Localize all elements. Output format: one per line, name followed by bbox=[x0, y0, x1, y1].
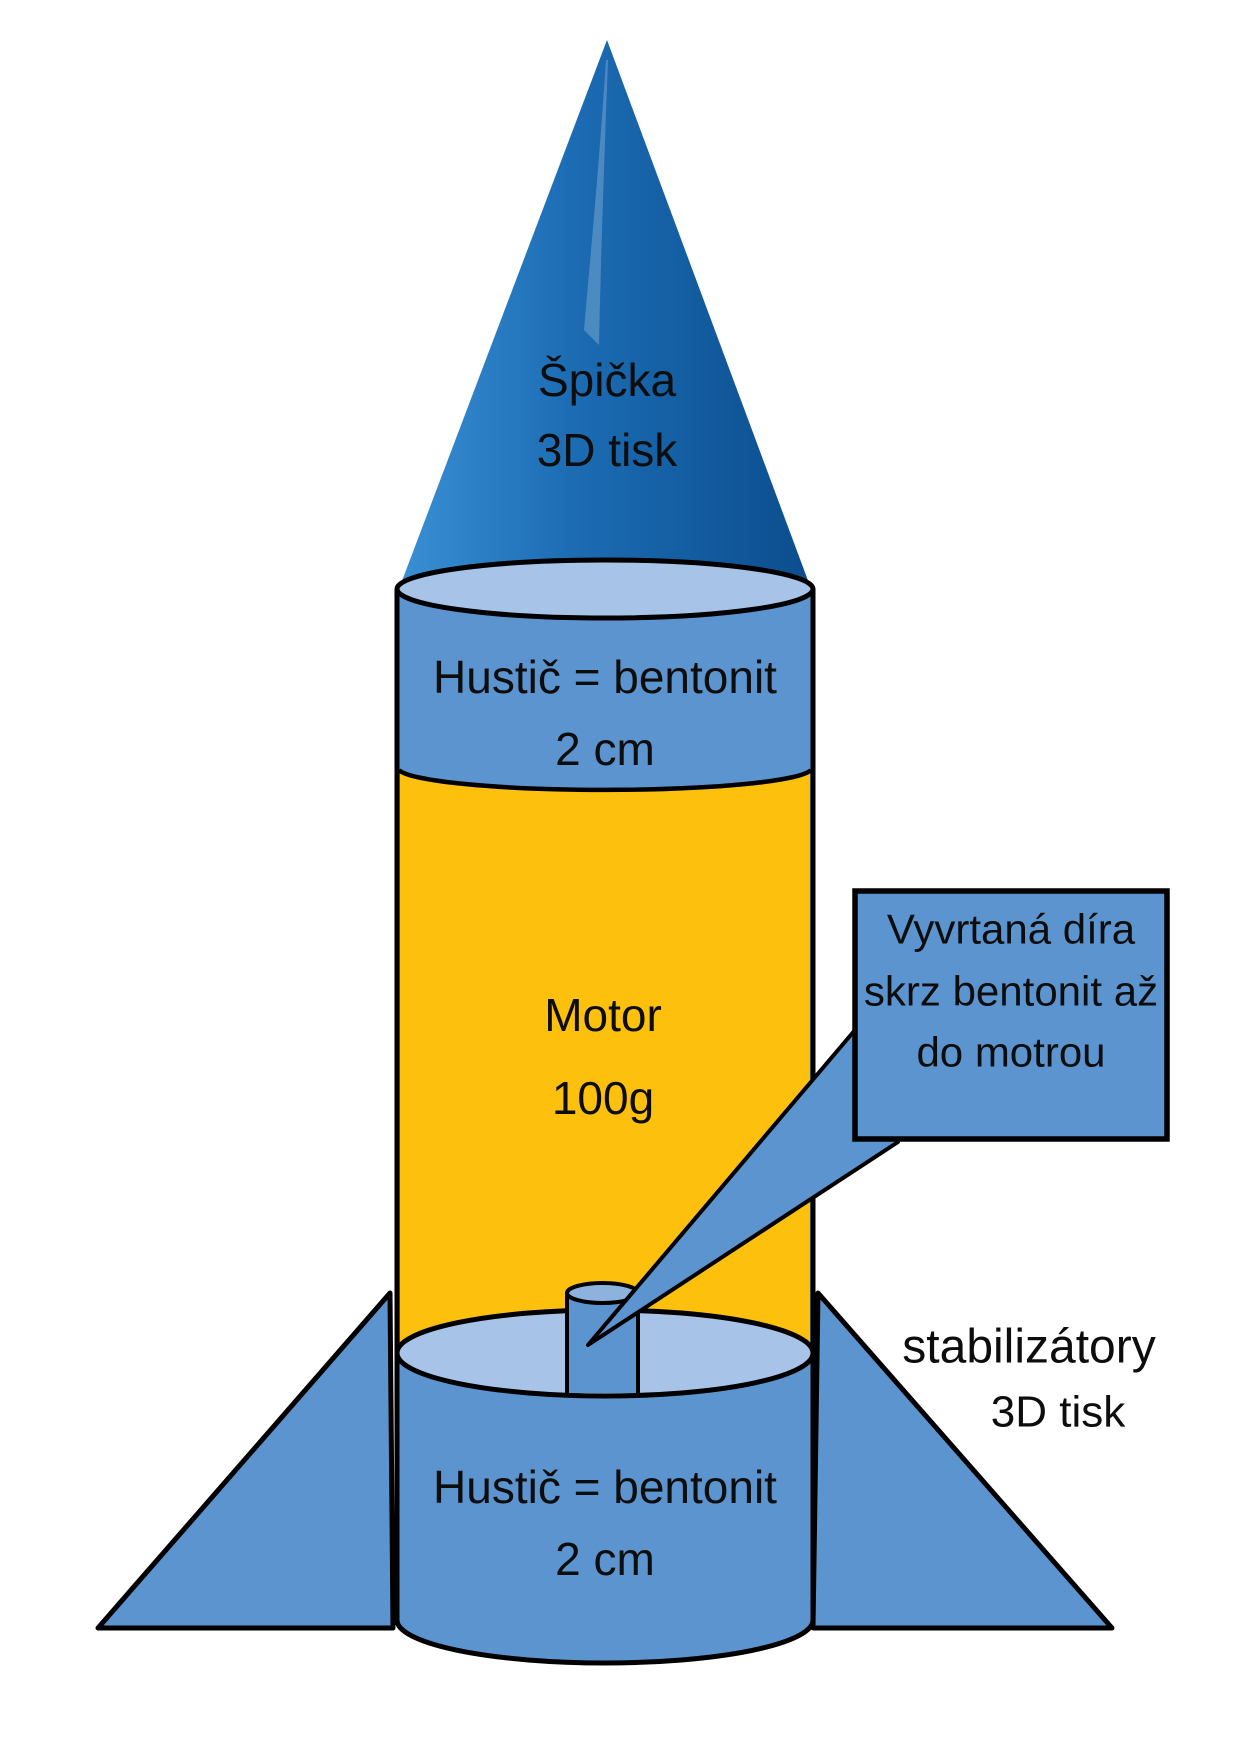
nose-cone-highlight bbox=[584, 60, 608, 345]
stabilizers-print-label: 3D tisk bbox=[991, 1388, 1126, 1437]
top-bentonit-label: Hustič = bentonit bbox=[433, 651, 777, 703]
nose-label-line2: 3D tisk bbox=[537, 424, 679, 476]
top-bentonit-size: 2 cm bbox=[555, 723, 655, 775]
callout-line1: Vyvrtaná díra bbox=[887, 906, 1136, 953]
top-cylinder-ellipse bbox=[394, 557, 816, 621]
left-fin bbox=[95, 1290, 396, 1631]
callout-line3: do motrou bbox=[916, 1029, 1105, 1076]
motor-label: Motor bbox=[544, 989, 662, 1041]
motor-section bbox=[400, 771, 810, 1356]
callout-line2: skrz bentonit až bbox=[864, 968, 1158, 1015]
nose-label-line1: Špička bbox=[538, 354, 676, 406]
bottom-bentonit-label: Hustič = bentonit bbox=[433, 1461, 777, 1513]
nose-cone bbox=[397, 40, 813, 594]
motor-weight: 100g bbox=[552, 1072, 654, 1124]
bentonit-motor-boundary bbox=[397, 768, 813, 793]
callout-box bbox=[852, 888, 1170, 1142]
bottom-bentonit-size: 2 cm bbox=[555, 1533, 655, 1585]
stabilizers-label: stabilizátory bbox=[902, 1321, 1155, 1374]
